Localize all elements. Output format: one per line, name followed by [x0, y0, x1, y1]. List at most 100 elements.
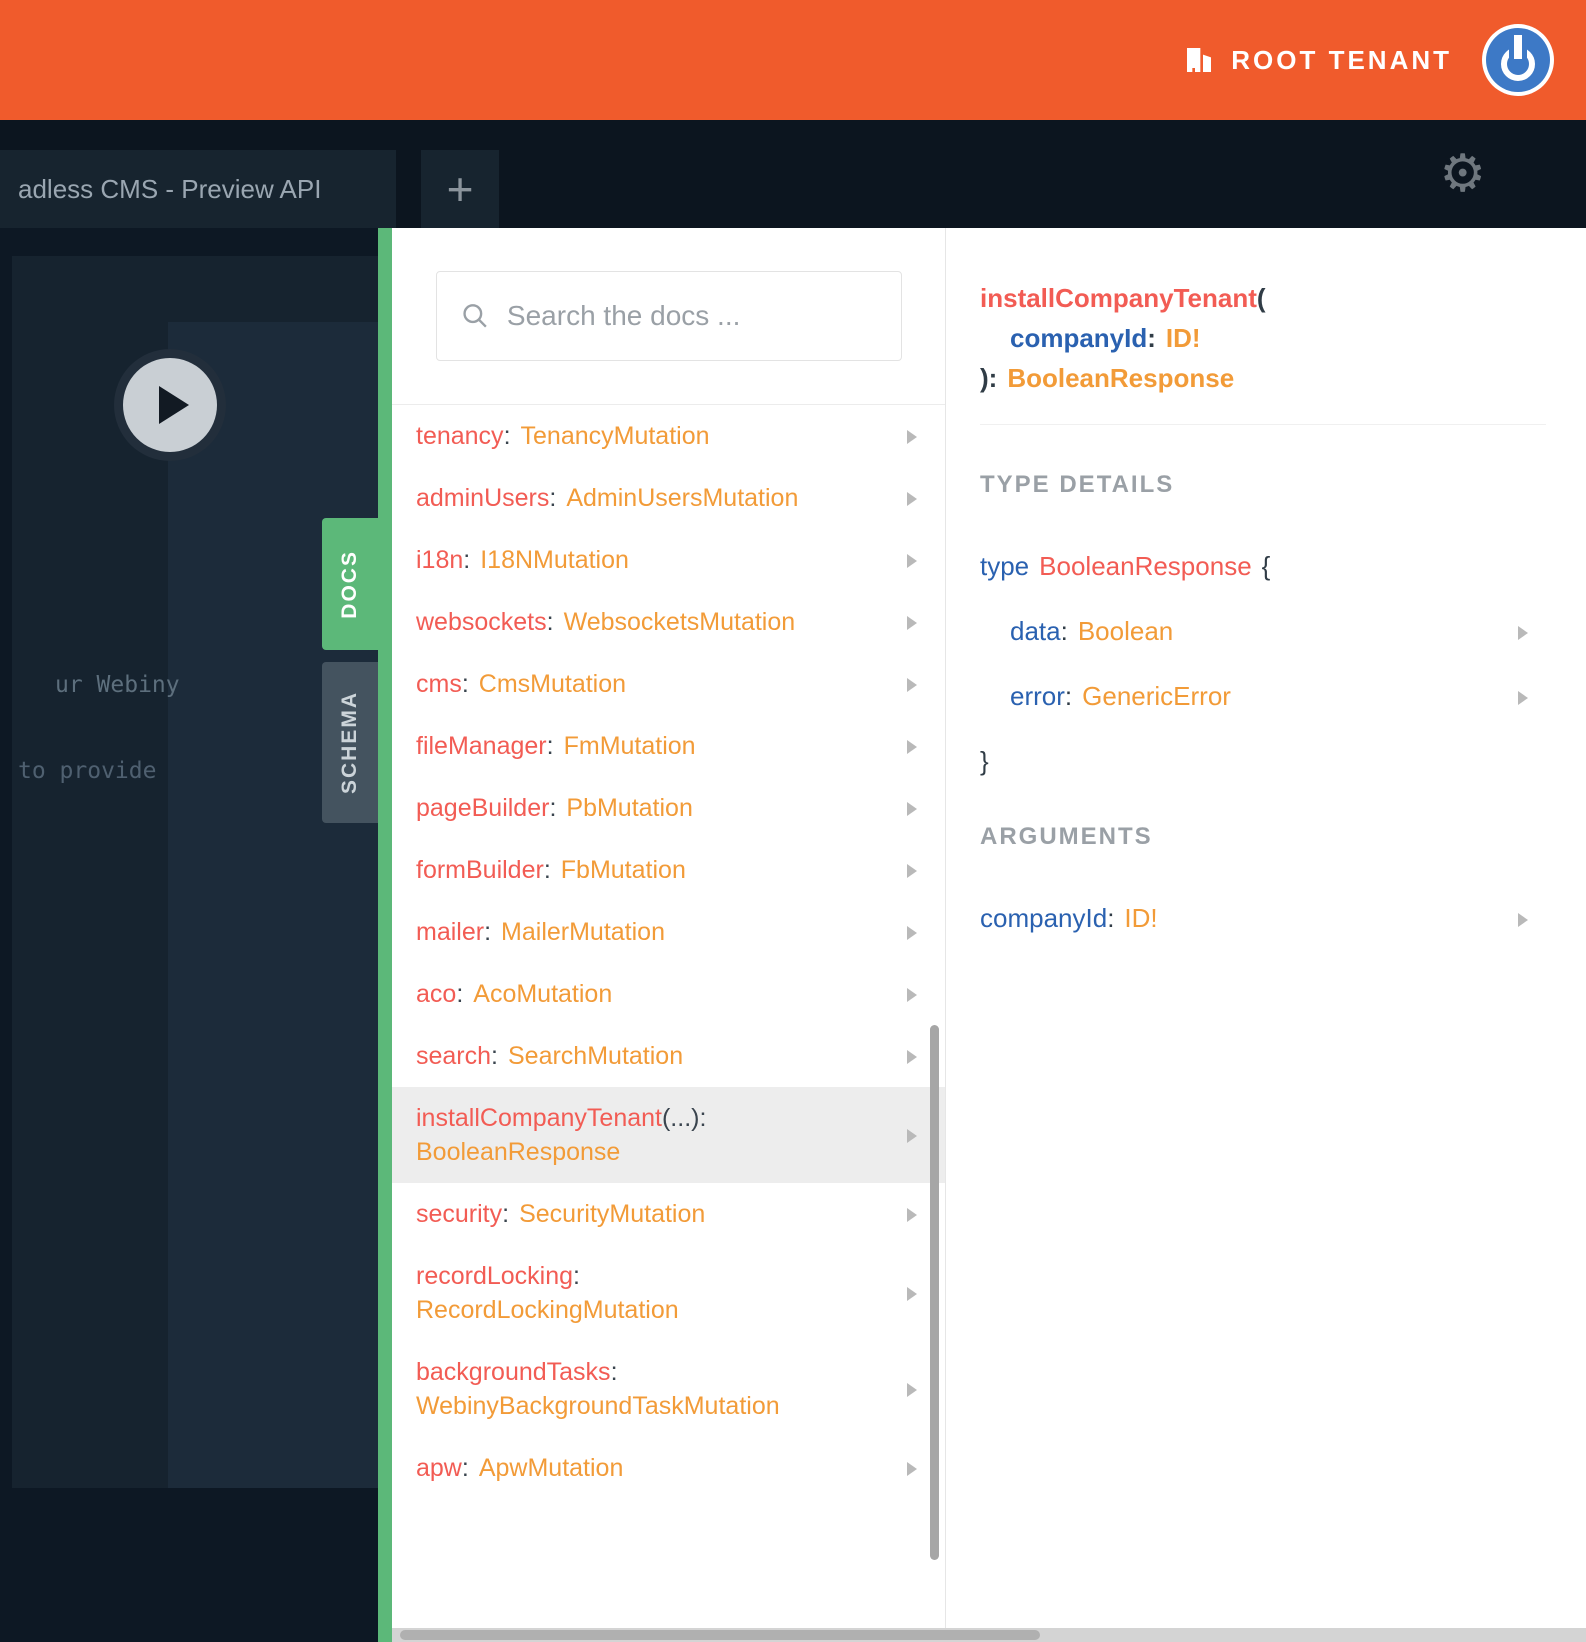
docs-field-tenancy[interactable]: tenancy:TenancyMutation — [392, 405, 945, 467]
field-name: apw — [416, 1454, 462, 1482]
chevron-right-icon[interactable] — [1518, 690, 1528, 705]
docs-field-websockets[interactable]: websockets:WebsocketsMutation — [392, 591, 945, 653]
code-fragment: ur Webiny — [55, 672, 180, 698]
chevron-right-icon[interactable] — [907, 678, 917, 692]
schema-tab-label: SCHEMA — [338, 690, 361, 794]
chevron-right-icon[interactable] — [907, 616, 917, 630]
type-field-type: GenericError — [1082, 681, 1231, 711]
type-field-name: error — [1010, 681, 1065, 711]
field-name: recordLocking — [416, 1262, 574, 1290]
chevron-right-icon[interactable] — [907, 1208, 917, 1222]
chevron-right-icon[interactable] — [907, 554, 917, 568]
search-icon — [462, 304, 487, 328]
field-type: BooleanResponse — [416, 1138, 621, 1166]
field-name: installCompanyTenant — [416, 1104, 662, 1132]
docs-panel-edge[interactable] — [378, 228, 392, 1642]
docs-field-formbuilder[interactable]: formBuilder:FbMutation — [392, 839, 945, 901]
chevron-right-icon[interactable] — [907, 430, 917, 444]
docs-field-search[interactable]: search:SearchMutation — [392, 1025, 945, 1087]
field-args: (...) — [661, 1104, 700, 1132]
argument-name: companyId — [980, 903, 1108, 933]
type-field-type: Boolean — [1077, 616, 1174, 646]
chevron-right-icon[interactable] — [907, 1050, 917, 1064]
chevron-right-icon[interactable] — [907, 926, 917, 940]
app-header: ROOT TENANT — [0, 0, 1586, 120]
docs-field-aco[interactable]: aco:AcoMutation — [392, 963, 945, 1025]
docs-field-installcompanytenant[interactable]: installCompanyTenant(...):BooleanRespons… — [392, 1087, 945, 1183]
chevron-right-icon[interactable] — [907, 740, 917, 754]
field-name: cms — [416, 670, 462, 698]
field-name: adminUsers — [416, 484, 550, 512]
field-name: backgroundTasks — [416, 1358, 611, 1386]
docs-field-security[interactable]: security:SecurityMutation — [392, 1183, 945, 1245]
docs-field-adminusers[interactable]: adminUsers:AdminUsersMutation — [392, 467, 945, 529]
docs-search-box[interactable] — [435, 271, 902, 361]
editor-inner-pane[interactable] — [168, 322, 378, 1488]
docs-field-backgroundtasks[interactable]: backgroundTasks:WebinyBackgroundTaskMuta… — [392, 1341, 945, 1437]
chevron-right-icon[interactable] — [1518, 625, 1528, 640]
query-editor-area: ur Webiny to provide — [0, 228, 378, 1642]
tab-docs[interactable]: DOCS — [322, 518, 378, 650]
chevron-right-icon[interactable] — [907, 1287, 917, 1301]
chevron-right-icon[interactable] — [907, 1383, 917, 1397]
tab-headless-cms-preview-api[interactable]: adless CMS - Preview API — [0, 150, 396, 228]
settings-gear-icon[interactable]: ⚙ — [1439, 145, 1486, 203]
docs-field-pagebuilder[interactable]: pageBuilder:PbMutation — [392, 777, 945, 839]
new-tab-button[interactable]: + — [421, 150, 499, 228]
docs-field-filemanager[interactable]: fileManager:FmMutation — [392, 715, 945, 777]
docs-field-cms[interactable]: cms:CmsMutation — [392, 653, 945, 715]
docs-search-input[interactable] — [506, 300, 877, 332]
chevron-right-icon[interactable] — [1518, 912, 1528, 927]
type-field-name: data — [1010, 616, 1061, 646]
docs-field-mailer[interactable]: mailer:MailerMutation — [392, 901, 945, 963]
docs-field-apw[interactable]: apw:ApwMutation — [392, 1437, 945, 1499]
docs-search-section — [392, 228, 945, 405]
docs-field-recordlocking[interactable]: recordLocking:RecordLockingMutation — [392, 1245, 945, 1341]
plus-icon: + — [446, 163, 474, 215]
root-tenant-button[interactable]: ROOT TENANT — [1183, 44, 1452, 76]
field-name: fileManager — [416, 732, 547, 760]
webiny-logo-button[interactable] — [1482, 24, 1554, 96]
field-name: mailer — [416, 918, 485, 946]
type-field-data[interactable]: data:Boolean — [980, 616, 1546, 647]
field-type: AcoMutation — [473, 980, 613, 1008]
chevron-right-icon[interactable] — [907, 864, 917, 878]
field-type: AdminUsersMutation — [566, 484, 799, 512]
field-detail-panel: installCompanyTenant( companyId:ID! ):Bo… — [945, 228, 1586, 1642]
tenant-label: ROOT TENANT — [1231, 44, 1452, 75]
field-type: MailerMutation — [501, 918, 665, 946]
chevron-right-icon[interactable] — [907, 492, 917, 506]
argument-companyid[interactable]: companyId:ID! — [980, 903, 1546, 934]
field-name: websockets — [416, 608, 547, 636]
chevron-right-icon[interactable] — [907, 1462, 917, 1476]
docs-vertical-scrollbar-thumb[interactable] — [930, 1025, 939, 1560]
chevron-right-icon[interactable] — [907, 802, 917, 816]
field-name: i18n — [416, 546, 464, 574]
field-type: WebinyBackgroundTaskMutation — [416, 1392, 780, 1420]
field-type: ApwMutation — [478, 1454, 624, 1482]
argument-type: ID! — [1124, 903, 1158, 933]
signature-return-type: BooleanResponse — [1007, 363, 1235, 393]
horizontal-scrollbar-thumb[interactable] — [400, 1630, 1040, 1640]
horizontal-scrollbar[interactable] — [392, 1628, 1586, 1642]
signature-field-name: installCompanyTenant — [980, 283, 1257, 313]
signature-arg-name: companyId — [1010, 323, 1148, 353]
type-keyword: type — [980, 551, 1030, 581]
field-type: I18NMutation — [480, 546, 629, 574]
execute-query-button[interactable] — [114, 349, 226, 461]
field-type: SearchMutation — [508, 1042, 684, 1070]
type-field-error[interactable]: error:GenericError — [980, 681, 1546, 712]
docs-field-i18n[interactable]: i18n:I18NMutation — [392, 529, 945, 591]
chevron-right-icon[interactable] — [907, 988, 917, 1002]
building-icon — [1187, 48, 1212, 72]
docs-panel: tenancy:TenancyMutation adminUsers:Admin… — [392, 228, 945, 1642]
tab-schema[interactable]: SCHEMA — [322, 662, 378, 823]
docs-tab-label: DOCS — [338, 549, 361, 619]
field-name: formBuilder — [416, 856, 544, 884]
chevron-right-icon[interactable] — [907, 1129, 917, 1143]
type-name: BooleanResponse — [1039, 551, 1252, 581]
field-signature: installCompanyTenant( companyId:ID! ):Bo… — [980, 278, 1546, 425]
mutation-field-list: tenancy:TenancyMutation adminUsers:Admin… — [392, 405, 945, 1499]
